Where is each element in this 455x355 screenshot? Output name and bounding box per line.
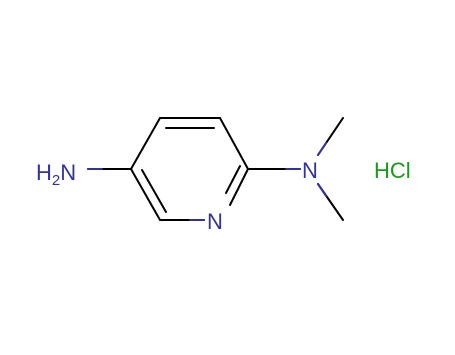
bond-c4-c5 — [130, 117, 161, 170]
pyridine-ring — [130, 117, 249, 221]
hcl-label: HCl — [374, 158, 411, 183]
ring-nitrogen-label: N — [207, 209, 223, 234]
bond-c5-c6-inner — [141, 169, 167, 213]
amine-h: H — [36, 160, 52, 185]
bond-n-methyl-upper-color — [317, 142, 327, 156]
amine-n: N — [60, 160, 76, 185]
bond-c2-c3 — [219, 117, 249, 170]
dimethylamino-nitrogen-label: N — [302, 158, 318, 183]
bond-n1-c2-inner — [225, 165, 241, 194]
bond-n-methyl-lower-color — [317, 183, 327, 197]
amine-subscript: 2 — [52, 172, 60, 189]
amine-label: H2N — [36, 160, 76, 189]
bond-c5-c6 — [130, 168, 161, 221]
bond-n1-c2 — [229, 168, 249, 206]
